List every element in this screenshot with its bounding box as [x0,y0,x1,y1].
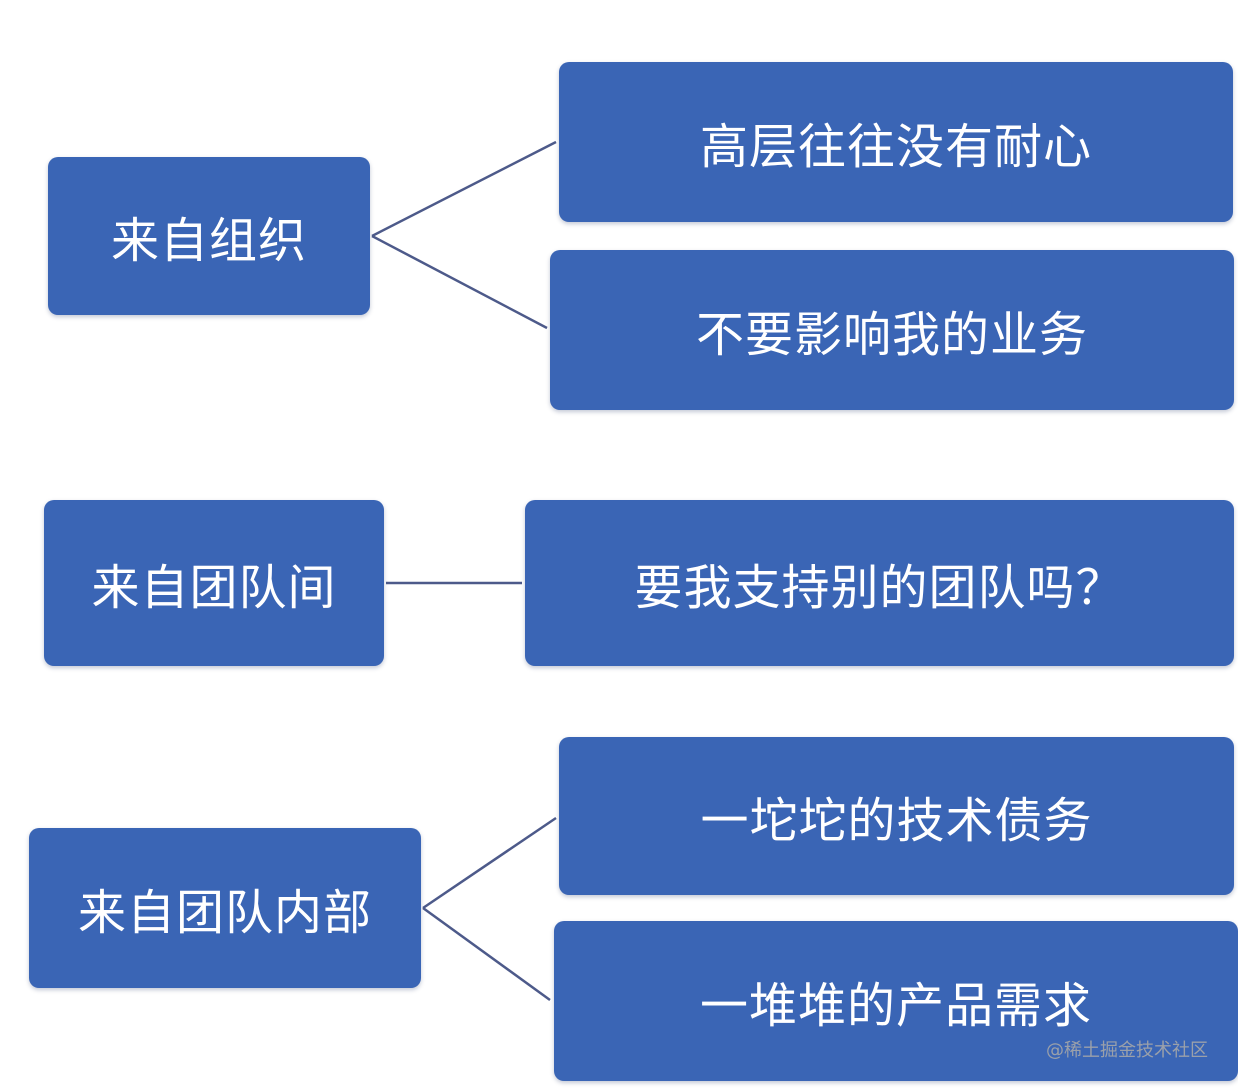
connector-inner-to-item-1 [422,816,557,910]
source-node-between-teams: 来自团队间 [44,500,384,666]
source-node-label: 来自团队间 [91,560,337,616]
challenge-node-label: 一堆堆的产品需求 [699,978,1092,1034]
watermark: @稀土掘金技术社区 [1046,1040,1208,1061]
source-node-label: 来自组织 [110,213,307,269]
challenge-node: 要我支持别的团队吗？ [525,500,1234,666]
challenge-node: 一堆堆的产品需求 [554,921,1238,1081]
connector-inner-to-item-2 [422,906,551,1002]
source-node-organization: 来自组织 [48,157,370,315]
challenge-node-label: 要我支持别的团队吗？ [634,560,1125,616]
challenge-node-label: 高层往往没有耐心 [699,119,1092,175]
source-node-label: 来自团队内部 [77,885,372,941]
challenge-node: 高层往往没有耐心 [559,62,1233,222]
connector-org-to-item-1 [371,140,557,238]
connector-org-to-item-2 [371,234,548,330]
challenge-node-label: 不要影响我的业务 [695,307,1088,363]
challenge-node-label: 一坨坨的技术债务 [700,793,1093,849]
challenge-node: 一坨坨的技术债务 [559,737,1234,895]
source-node-within-team: 来自团队内部 [29,828,421,988]
challenge-node: 不要影响我的业务 [550,250,1234,410]
